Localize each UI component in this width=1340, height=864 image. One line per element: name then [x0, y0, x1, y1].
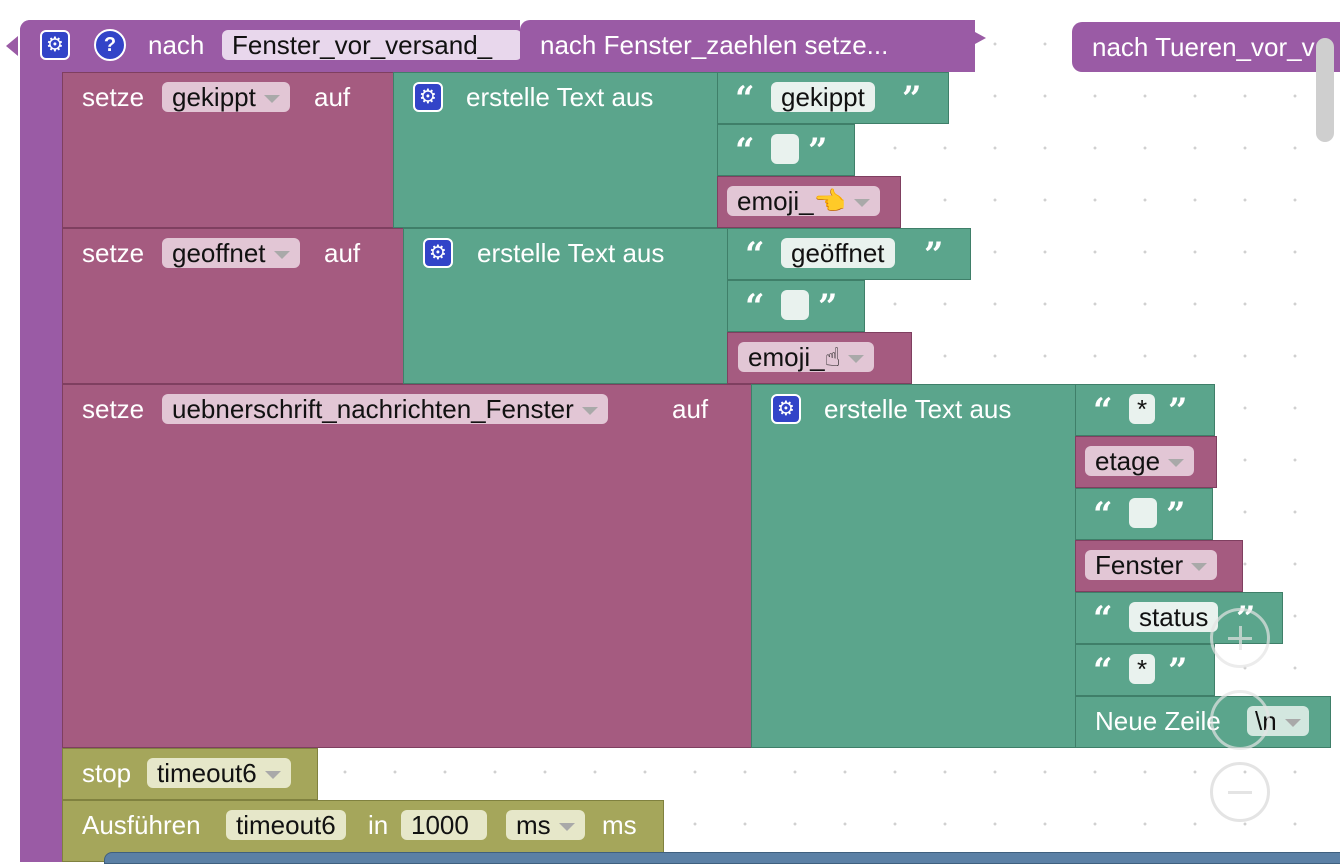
vertical-scrollbar[interactable] [1316, 38, 1334, 142]
run-timer-field[interactable]: timeout6 [226, 810, 346, 840]
text-block-3c[interactable] [1075, 488, 1213, 540]
quote-close-icon: ” [902, 79, 922, 119]
collapsed-block-arrow [964, 26, 986, 50]
quote-open-icon: “ [1093, 651, 1113, 691]
setze-label-2: setze [82, 238, 145, 268]
setze-label-1: setze [82, 82, 145, 112]
quote-open-icon: “ [735, 79, 755, 119]
quote-open-icon: “ [1093, 391, 1113, 431]
create-text-block-2[interactable] [403, 228, 729, 384]
gear-icon[interactable]: ⚙ [423, 238, 453, 268]
run-label: Ausführen [82, 810, 201, 840]
hat-prefix: nach [148, 30, 205, 60]
run-in-label: in [368, 810, 389, 840]
left-arrow-connector [6, 36, 18, 56]
text-field-2a[interactable]: geöffnet [781, 238, 895, 268]
right-event-block[interactable] [1072, 22, 1340, 72]
zoom-in-icon[interactable] [1210, 608, 1270, 668]
run-suffix-label: ms [602, 810, 637, 840]
auf-label-2: auf [324, 238, 361, 268]
create-text-label-2: erstelle Text aus [477, 238, 665, 268]
quote-close-icon: ” [1168, 391, 1188, 431]
text-field-2b[interactable] [781, 290, 809, 320]
quote-close-icon: ” [1166, 495, 1186, 535]
stop-timer-dropdown[interactable]: timeout6 [147, 758, 291, 788]
quote-open-icon: “ [1093, 599, 1113, 639]
text-field-3f[interactable]: * [1129, 654, 1156, 684]
etage-variable-dropdown[interactable]: etage [1085, 446, 1195, 476]
auf-label-3: auf [672, 394, 709, 424]
variable-dropdown-3[interactable]: uebnerschrift_nachrichten_Fenster [162, 394, 608, 424]
quote-open-icon: “ [745, 287, 765, 327]
inner-statement-block[interactable] [104, 852, 1340, 864]
create-text-label-3: erstelle Text aus [824, 394, 1012, 424]
gear-icon[interactable]: ⚙ [771, 394, 801, 424]
quote-close-icon: ” [924, 235, 944, 275]
run-delay-field[interactable]: 1000 [401, 810, 487, 840]
text-field-1b[interactable] [771, 134, 799, 164]
gear-icon[interactable]: ⚙ [40, 30, 70, 60]
text-field-1a[interactable]: gekippt [771, 82, 875, 112]
setze-label-3: setze [82, 394, 145, 424]
text-field-3e[interactable]: status [1129, 602, 1219, 632]
collapsed-block-label: nach Fenster_zaehlen setze... [540, 30, 889, 60]
create-text-block-1[interactable] [393, 72, 719, 228]
stop-label: stop [82, 758, 132, 788]
text-field-3c[interactable] [1129, 498, 1157, 528]
emoji-variable-dropdown-2[interactable]: emoji_☝ [738, 342, 875, 372]
collapsed-block[interactable] [520, 20, 975, 72]
gear-icon[interactable]: ⚙ [413, 82, 443, 112]
variable-dropdown-1[interactable]: gekippt [162, 82, 290, 112]
auf-label-1: auf [314, 82, 351, 112]
zoom-out-icon[interactable] [1210, 762, 1270, 822]
text-block-1a[interactable] [717, 72, 949, 124]
create-text-label-1: erstelle Text aus [466, 82, 654, 112]
quote-close-icon: ” [1168, 651, 1188, 691]
quote-close-icon: ” [808, 131, 828, 171]
right-event-label: nach Tueren_vor_v [1092, 32, 1315, 62]
create-text-block-3[interactable] [751, 384, 1077, 748]
quote-open-icon: “ [1093, 495, 1113, 535]
run-unit-dropdown[interactable]: ms [506, 810, 585, 840]
emoji-variable-dropdown-1[interactable]: emoji_👈 [727, 186, 880, 216]
quote-open-icon: “ [745, 235, 765, 275]
set-variable-block-3[interactable] [62, 384, 752, 748]
event-block[interactable] [20, 20, 64, 862]
text-field-3a[interactable]: * [1129, 394, 1156, 424]
help-icon[interactable]: ? [94, 29, 126, 61]
quote-close-icon: ” [818, 287, 838, 327]
variable-dropdown-2[interactable]: geoffnet [162, 238, 300, 268]
quote-open-icon: “ [735, 131, 755, 171]
fenster-variable-dropdown[interactable]: Fenster [1085, 550, 1218, 580]
zoom-reset-icon[interactable] [1210, 690, 1270, 750]
hat-param-field[interactable]: Fenster_vor_versand_ [222, 30, 522, 60]
newline-label: Neue Zeile [1095, 706, 1221, 736]
